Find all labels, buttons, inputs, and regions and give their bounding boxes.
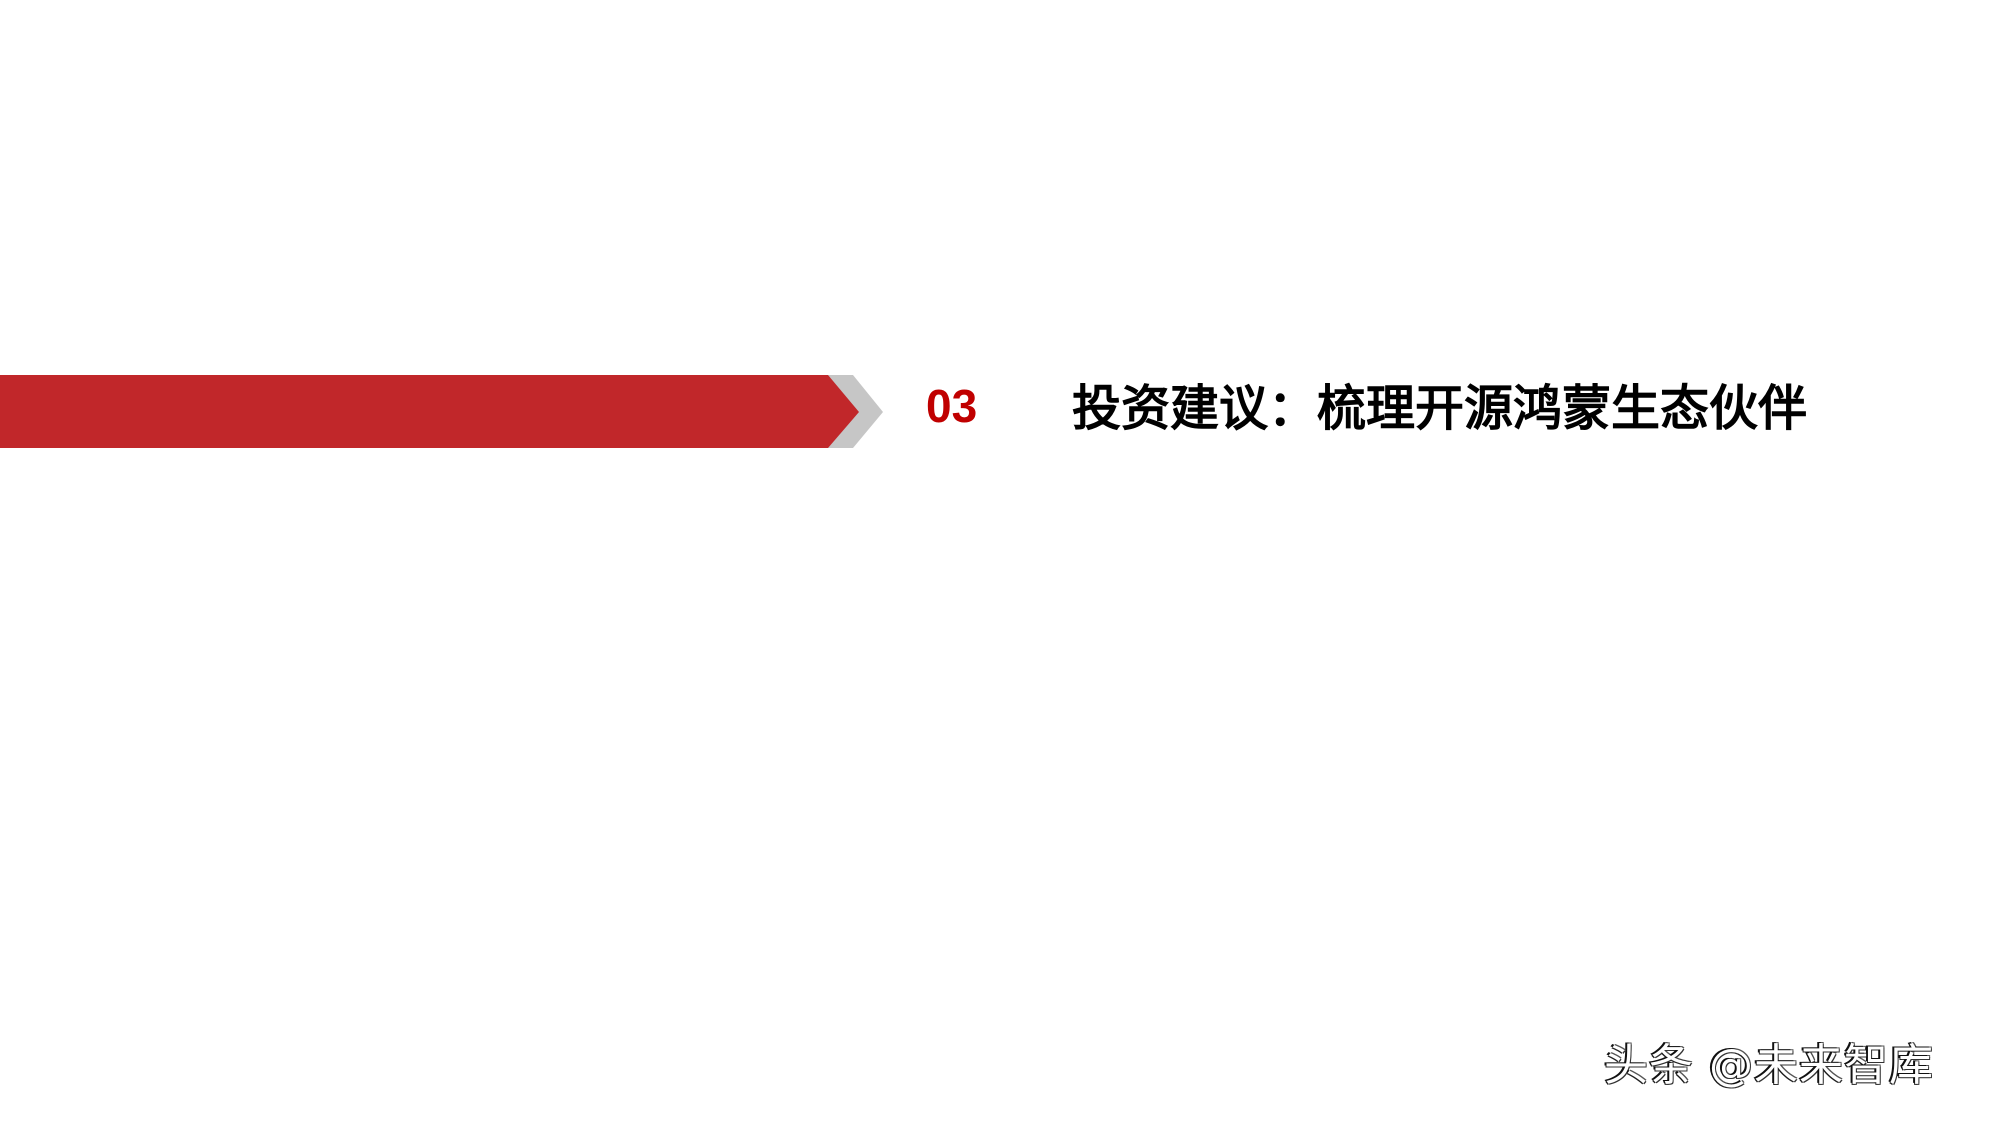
grey-chevron-shape bbox=[826, 375, 883, 448]
section-number: 03 bbox=[926, 380, 978, 432]
section-title: 投资建议：梳理开源鸿蒙生态伙伴 bbox=[1072, 380, 1808, 437]
watermark-text: 头条 @未来智库 bbox=[1604, 1040, 1934, 1091]
red-arrow-bar bbox=[0, 375, 859, 448]
